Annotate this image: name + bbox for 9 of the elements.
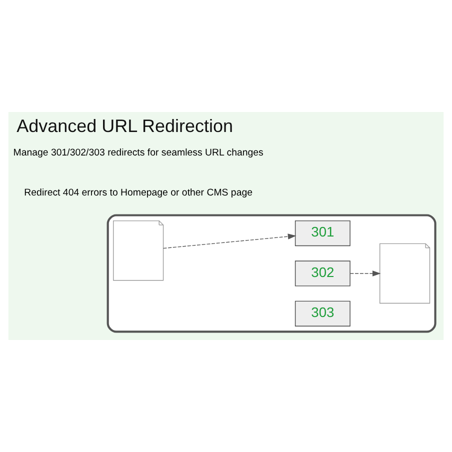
cluster bbox=[106, 214, 436, 333]
node-box: 301 bbox=[294, 220, 350, 246]
label: Manage 301/302/303 redirects for seamless URL changes bbox=[13, 147, 264, 158]
arrow bbox=[350, 270, 381, 276]
diagram-title: Advanced URL Redirection bbox=[16, 116, 234, 136]
arrow bbox=[162, 234, 296, 249]
label: Redirect 404 errors to Homepage or other CMS page bbox=[24, 188, 252, 199]
node-box: 302 bbox=[294, 260, 350, 286]
node-box: 303 bbox=[294, 300, 350, 326]
